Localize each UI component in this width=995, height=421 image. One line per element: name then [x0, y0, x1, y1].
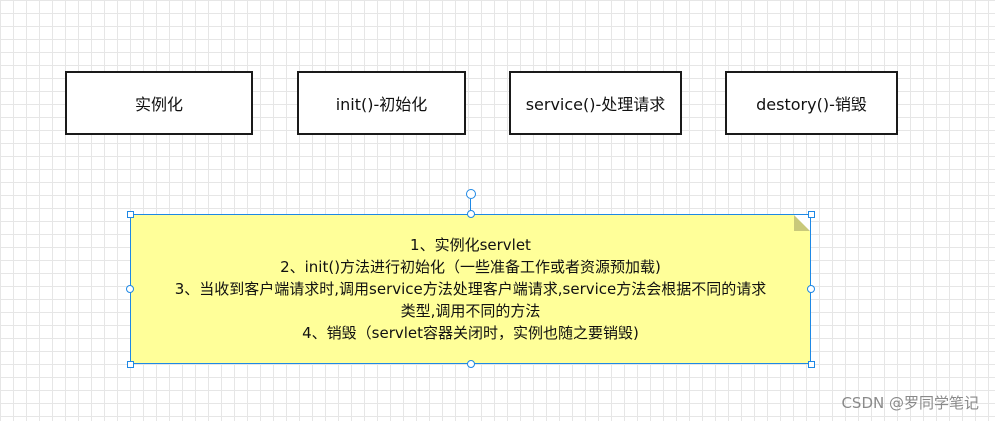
- resize-handle-right[interactable]: [807, 285, 815, 293]
- resize-handle-bottom[interactable]: [467, 360, 475, 368]
- box-label: service()-处理请求: [525, 95, 666, 114]
- note-shape[interactable]: 1、实例化servlet 2、init()方法进行初始化（一些准备工作或者资源预…: [130, 214, 811, 364]
- note-line-2: 2、init()方法进行初始化（一些准备工作或者资源预加载): [280, 258, 661, 276]
- lifecycle-box-init[interactable]: init()-初始化: [297, 71, 466, 135]
- resize-handle-top-right[interactable]: [808, 211, 815, 218]
- lifecycle-box-destroy[interactable]: destory()-销毁: [725, 71, 898, 135]
- note-line-3: 3、当收到客户端请求时,调用service方法处理客户端请求,service方法…: [174, 280, 767, 298]
- box-label: init()-初始化: [335, 95, 428, 114]
- resize-handle-top-left[interactable]: [127, 211, 134, 218]
- resize-handle-top[interactable]: [467, 210, 475, 218]
- watermark: CSDN @罗同学笔记: [841, 394, 979, 412]
- note-line-5: 4、销毁（servlet容器关闭时，实例也随之要销毁): [302, 324, 639, 342]
- note-line-1: 1、实例化servlet: [410, 236, 531, 254]
- lifecycle-box-service[interactable]: service()-处理请求: [509, 71, 682, 135]
- rotate-handle-icon[interactable]: [466, 189, 476, 199]
- note-line-4: 类型,调用不同的方法: [400, 302, 541, 320]
- resize-handle-bottom-left[interactable]: [127, 361, 134, 368]
- rotate-connector: [470, 199, 471, 211]
- resize-handle-left[interactable]: [126, 285, 134, 293]
- box-label: destory()-销毁: [756, 95, 867, 114]
- resize-handle-bottom-right[interactable]: [808, 361, 815, 368]
- note-fold-cutout: [794, 215, 810, 231]
- lifecycle-box-instantiate[interactable]: 实例化: [65, 71, 253, 135]
- box-label: 实例化: [134, 95, 183, 114]
